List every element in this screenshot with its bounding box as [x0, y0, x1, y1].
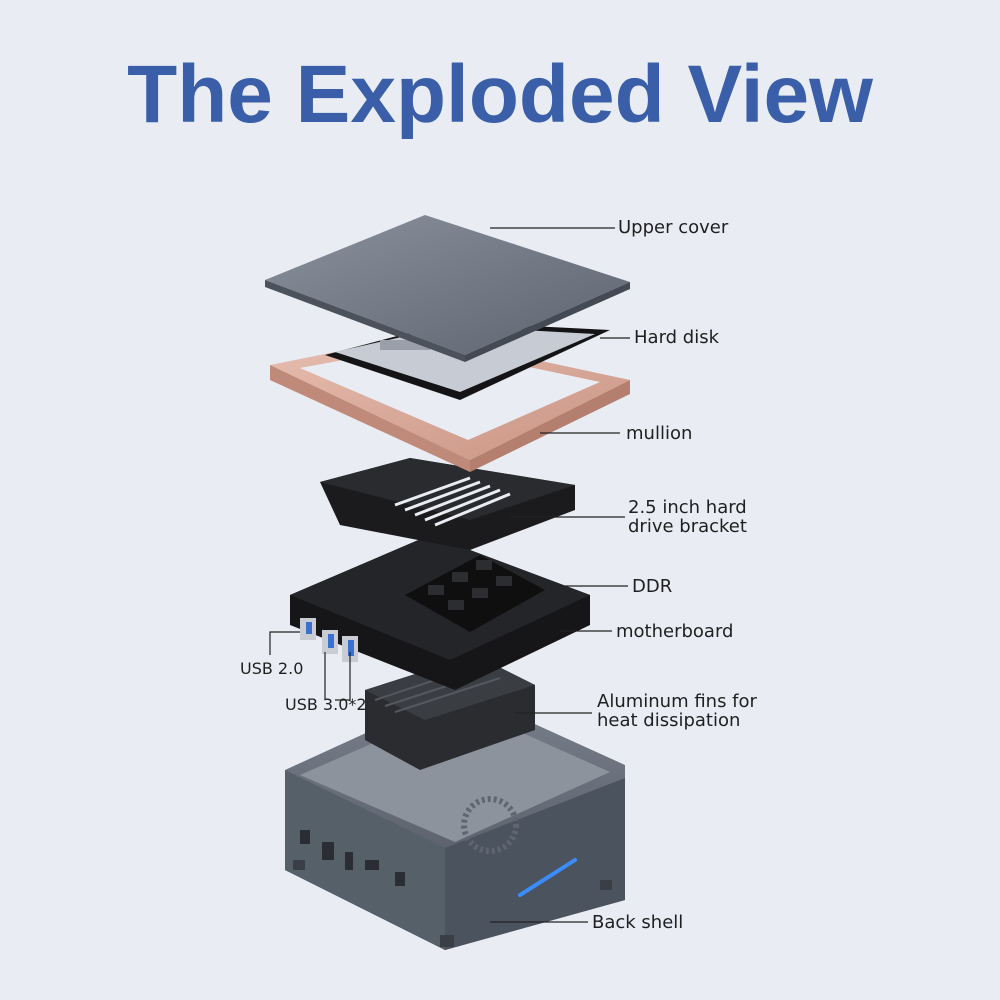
page-title: The Exploded View: [127, 49, 873, 140]
label-drive-bracket-2: drive bracket: [628, 516, 747, 537]
drive-bracket: [320, 458, 575, 550]
label-fins-1: Aluminum fins for: [597, 691, 757, 712]
label-ddr: DDR: [632, 576, 673, 597]
upper-cover: [265, 215, 630, 362]
label-mullion: mullion: [626, 423, 693, 444]
label-drive-bracket-1: 2.5 inch hard: [628, 497, 747, 518]
label-usb3: USB 3.0*2: [285, 695, 367, 714]
leader-lines: [269, 227, 630, 923]
label-motherboard: motherboard: [616, 621, 734, 642]
label-back-shell: Back shell: [592, 912, 684, 933]
ddr-module: [405, 555, 545, 632]
label-usb2: USB 2.0: [240, 659, 304, 678]
label-fins-2: heat dissipation: [597, 710, 741, 731]
back-shell: [285, 690, 625, 950]
label-upper-cover: Upper cover: [618, 217, 729, 238]
label-hard-disk: Hard disk: [634, 327, 720, 348]
